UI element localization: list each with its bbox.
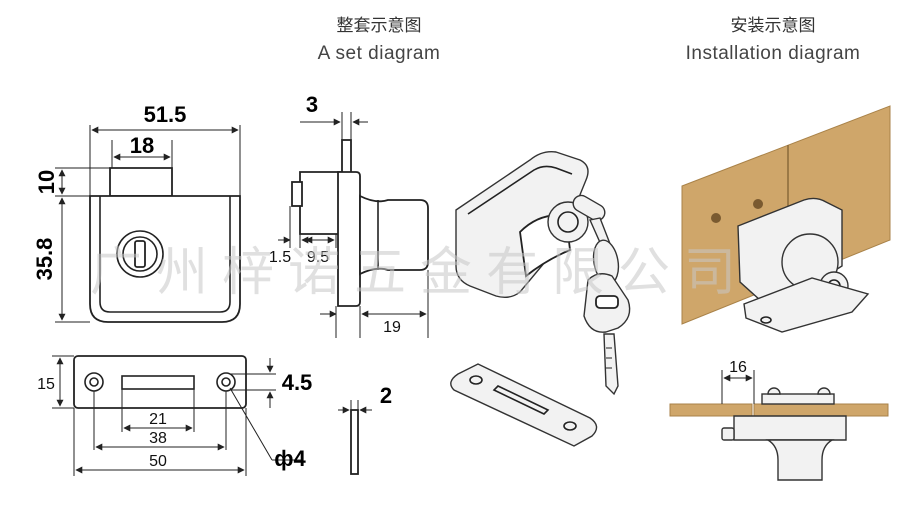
lock-3d-illustration: [450, 150, 631, 447]
dim-18: 18: [130, 133, 154, 158]
install-heading-cn: 安装示意图: [731, 16, 816, 36]
install-section-view: [669, 370, 889, 481]
dim-15: 15: [37, 376, 55, 393]
install-3d-illustration: [681, 105, 891, 333]
dim-38: 38: [149, 430, 167, 447]
watermark: 广州梓诺五金有限公司: [90, 243, 750, 303]
dim-9-5: 9.5: [307, 249, 329, 266]
dim-10: 10: [34, 170, 59, 194]
dim-35-8: 35.8: [32, 238, 57, 281]
front-view: [55, 125, 241, 323]
dim-19: 19: [383, 319, 401, 336]
dim-leader-hole: [229, 387, 273, 461]
dim-21: 21: [149, 411, 167, 428]
dim-16: 16: [729, 359, 747, 376]
plate-view: [52, 355, 276, 476]
set-heading-cn: 整套示意图: [337, 16, 422, 36]
dim-4-5: 4.5: [282, 370, 313, 395]
dim-hole-dia: ф4: [274, 446, 306, 471]
install-heading-en: Installation diagram: [686, 43, 861, 64]
plate-thickness-view: [350, 400, 359, 475]
side-view: [289, 112, 429, 338]
dim-50: 50: [149, 453, 167, 470]
dim-1-5: 1.5: [269, 249, 291, 266]
dim-51-5: 51.5: [144, 102, 187, 127]
dim-2: 2: [380, 383, 392, 408]
dim-3: 3: [306, 92, 318, 117]
set-heading-en: A set diagram: [318, 43, 441, 64]
